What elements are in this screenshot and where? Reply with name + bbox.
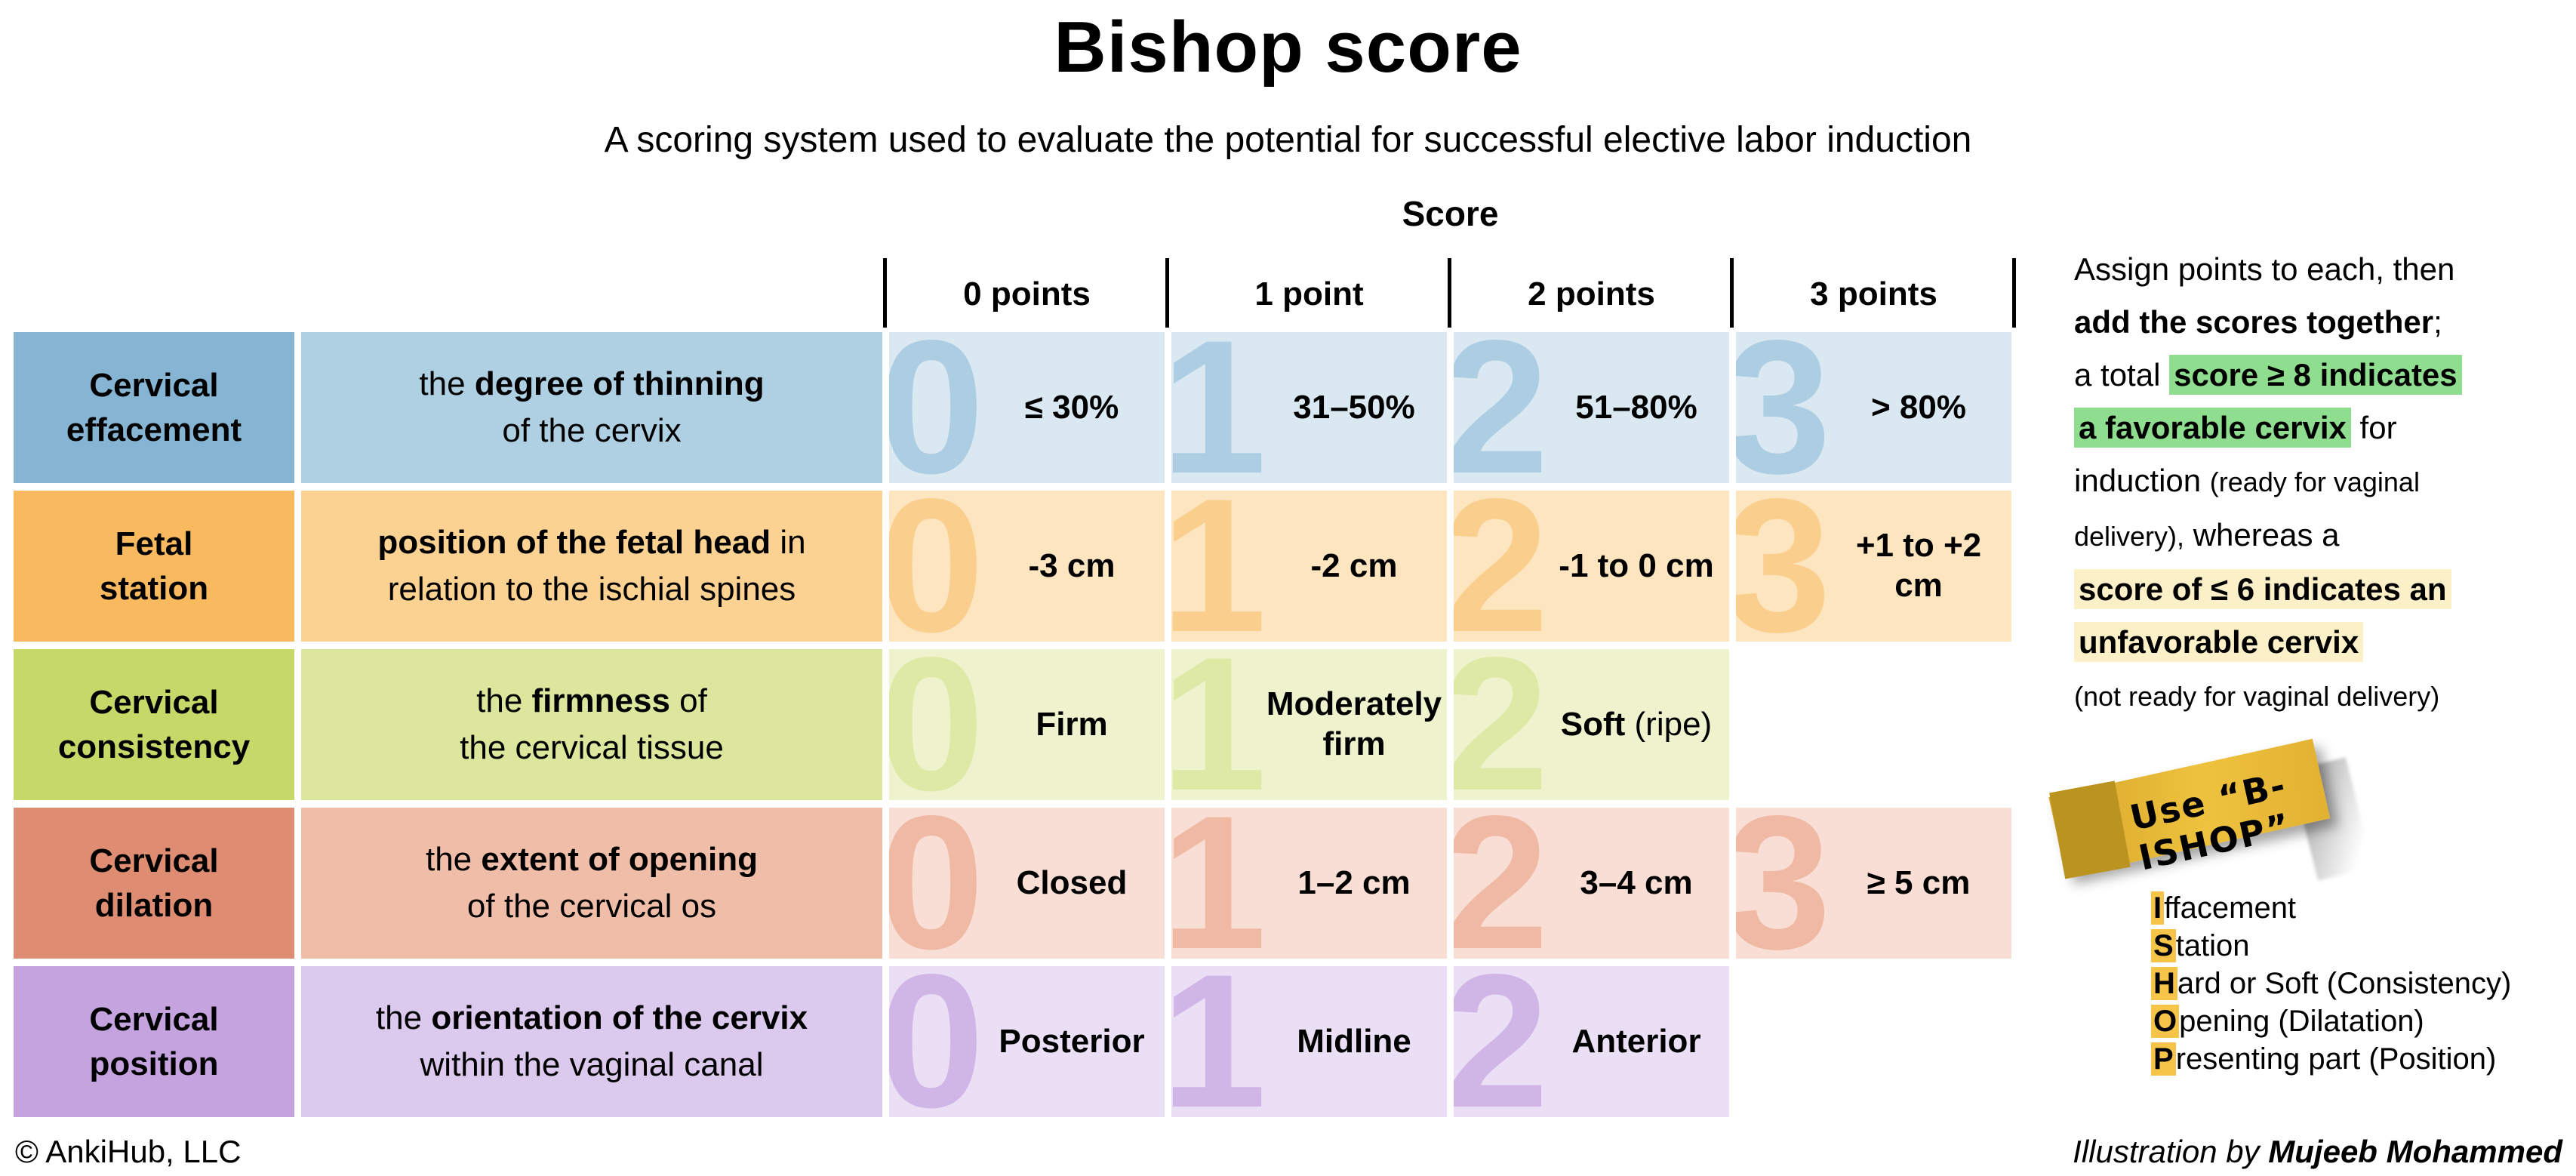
column-header-3-points: 3 points <box>1810 276 1937 312</box>
row-label-line: Fetal <box>115 525 193 562</box>
empty-cell <box>1736 966 2011 1117</box>
score-digit-watermark: 2 <box>1454 491 1550 642</box>
score-digit-watermark: 0 <box>889 491 985 642</box>
column-header-2-points: 2 points <box>1528 276 1655 312</box>
row-label-line: effacement <box>66 411 242 448</box>
row-label-line: station <box>99 570 209 607</box>
score-cell: 1 1–2 cm <box>1171 808 1447 959</box>
row-label-line: Cervical <box>89 366 219 404</box>
score-cell: 2 Soft (ripe) <box>1454 649 1729 800</box>
score-digit-watermark: 1 <box>1171 332 1267 483</box>
credit-name: Mujeeb Mohammed <box>2268 1134 2562 1169</box>
score-cell: 0 -3 cm <box>889 491 1165 642</box>
mnemonic-letter: S <box>2151 929 2176 962</box>
row-label-line: Cervical <box>89 683 219 721</box>
mnemonic-letter: P <box>2151 1042 2176 1076</box>
sticky-note-flap <box>2049 780 2131 879</box>
score-digit-watermark: 2 <box>1454 808 1550 959</box>
score-table: Cervical effacement the degree of thinni… <box>14 332 2011 1117</box>
score-digit-watermark: 3 <box>1736 491 1832 642</box>
row-description: the firmness of the cervical tissue <box>301 649 882 800</box>
score-digit-watermark: 1 <box>1171 966 1267 1117</box>
row-description: the orientation of the cervix within the… <box>301 966 882 1117</box>
header-divider <box>1165 258 1169 328</box>
score-cell: 3 +1 to +2 cm <box>1736 491 2011 642</box>
row-description: the extent of opening of the cervical os <box>301 808 882 959</box>
score-cell: 2 Anterior <box>1454 966 1729 1117</box>
score-digit-watermark: 3 <box>1736 808 1832 959</box>
score-digit-watermark: 2 <box>1454 332 1550 483</box>
score-cell: 0 Posterior <box>889 966 1165 1117</box>
score-cell: 3 ≥ 5 cm <box>1736 808 2011 959</box>
favorable-highlight: a favorable cervix <box>2074 408 2351 448</box>
score-digit-watermark: 2 <box>1454 966 1550 1117</box>
row-label-cervical-position: Cervical position <box>14 966 294 1117</box>
scoring-instructions: Assign points to each, then add the scor… <box>2074 243 2576 723</box>
row-label-cervical-consistency: Cervical consistency <box>14 649 294 800</box>
header-divider <box>883 258 887 328</box>
page-title: Bishop score <box>1054 7 1522 88</box>
row-label-cervical-effacement: Cervical effacement <box>14 332 294 483</box>
row-description: the degree of thinning of the cervix <box>301 332 882 483</box>
row-label-cervical-dilation: Cervical dilation <box>14 808 294 959</box>
score-cell: 0 Firm <box>889 649 1165 800</box>
score-cell: 3 > 80% <box>1736 332 2011 483</box>
unfavorable-highlight: score of ≤ 6 indicates an <box>2074 569 2451 609</box>
row-label-fetal-station: Fetal station <box>14 491 294 642</box>
sticky-note-body: Use “B-ISHOP” <box>2048 738 2331 879</box>
score-digit-watermark: 0 <box>889 332 985 483</box>
bishop-mnemonic-list: Iffacement Station Hard or Soft (Consist… <box>2151 889 2511 1078</box>
column-header-1-point: 1 point <box>1254 276 1364 312</box>
mnemonic-item: Hard or Soft (Consistency) <box>2151 965 2511 1002</box>
score-digit-watermark: 0 <box>889 808 985 959</box>
unfavorable-highlight: unfavorable cervix <box>2074 622 2364 662</box>
score-cell: 1 -2 cm <box>1171 491 1447 642</box>
score-cell: 0 ≤ 30% <box>889 332 1165 483</box>
score-cell: 1 31–50% <box>1171 332 1447 483</box>
row-label-line: Cervical <box>89 842 219 879</box>
mnemonic-letter: I <box>2151 891 2165 925</box>
score-cell: 2 3–4 cm <box>1454 808 1729 959</box>
mnemonic-item: Iffacement <box>2151 889 2511 927</box>
score-digit-watermark: 2 <box>1454 649 1550 800</box>
copyright-text: © AnkiHub, LLC <box>15 1134 242 1169</box>
score-cell: 0 Closed <box>889 808 1165 959</box>
favorable-highlight: score ≥ 8 indicates <box>2169 355 2462 395</box>
score-cell: 1 Moderately firm <box>1171 649 1447 800</box>
score-cell: 1 Midline <box>1171 966 1447 1117</box>
score-digit-watermark: 0 <box>889 966 985 1117</box>
mnemonic-item: Opening (Dilatation) <box>2151 1002 2511 1040</box>
mnemonic-item: Station <box>2151 927 2511 965</box>
score-cell: 2 51–80% <box>1454 332 1729 483</box>
score-digit-watermark: 0 <box>889 649 985 800</box>
score-digit-watermark: 3 <box>1736 332 1832 483</box>
score-digit-watermark: 1 <box>1171 649 1267 800</box>
sticky-note: Use “B-ISHOP” <box>2048 738 2374 910</box>
row-label-line: consistency <box>57 728 251 765</box>
mnemonic-letter: H <box>2151 967 2177 1000</box>
mnemonic-item: Presenting part (Position) <box>2151 1040 2511 1078</box>
row-label-line: dilation <box>94 887 214 924</box>
empty-cell <box>1736 649 2011 800</box>
score-digit-watermark: 1 <box>1171 491 1267 642</box>
row-label-line: position <box>89 1045 219 1082</box>
column-header-0-points: 0 points <box>963 276 1091 312</box>
header-divider <box>1730 258 1734 328</box>
score-cell: 2 -1 to 0 cm <box>1454 491 1729 642</box>
score-digit-watermark: 1 <box>1171 808 1267 959</box>
mnemonic-letter: O <box>2151 1005 2180 1038</box>
score-header: Score <box>1402 194 1499 233</box>
header-divider <box>1448 258 1451 328</box>
row-description: position of the fetal head in relation t… <box>301 491 882 642</box>
row-label-line: Cervical <box>89 1000 219 1038</box>
page-subtitle: A scoring system used to evaluate the po… <box>604 120 1972 160</box>
header-divider <box>2012 258 2016 328</box>
sticky-note-text: Use “B-ISHOP” <box>2126 764 2295 879</box>
illustration-credit: Illustration by Mujeeb Mohammed <box>2073 1134 2562 1169</box>
